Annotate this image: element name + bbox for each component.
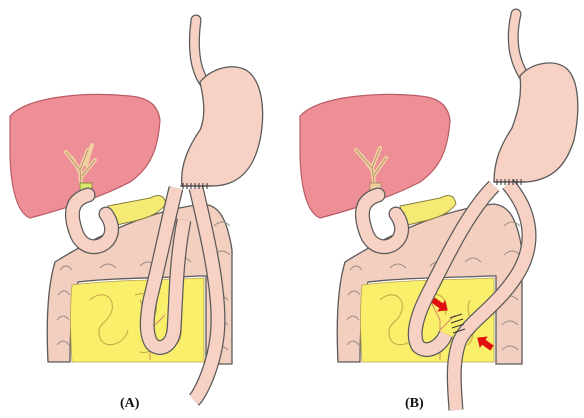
small-bowel-area-a — [71, 278, 205, 362]
panel-b — [300, 14, 578, 410]
panel-label-a: (A) — [120, 396, 139, 412]
gastric-remnant-b — [494, 63, 578, 182]
panel-label-b: (B) — [405, 396, 424, 412]
panel-a — [10, 20, 263, 400]
gastric-remnant-a — [182, 67, 263, 186]
